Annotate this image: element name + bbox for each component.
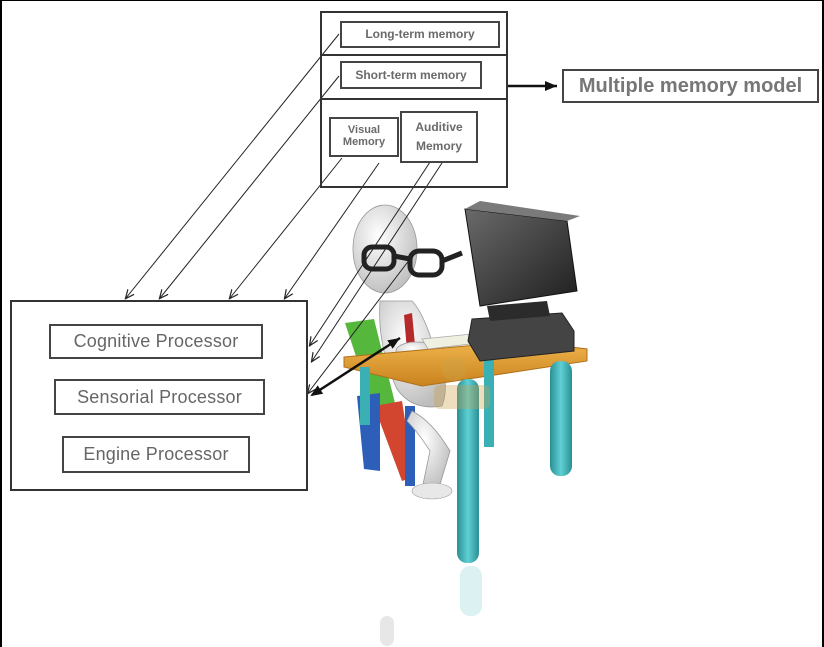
connector-visual (230, 157, 343, 298)
connector-auditive (310, 158, 433, 345)
person-at-computer-illustration (343, 201, 588, 646)
short-term-memory-label: Short-term memory (355, 67, 467, 82)
figure-reflection (380, 616, 394, 646)
cognitive-processor-label: Cognitive Processor (73, 331, 239, 352)
visual-memory-label: Visual Memory (342, 124, 386, 148)
cognitive-processor-box: Cognitive Processor (49, 324, 263, 359)
auditive-memory-box: Auditive Memory (400, 111, 478, 163)
sensorial-processor-label: Sensorial Processor (77, 386, 242, 407)
engine-processor-label: Engine Processor (83, 444, 229, 465)
connector-long-term (126, 33, 340, 298)
watermark-icon (434, 357, 490, 409)
processor-figure-link (310, 336, 401, 397)
leg-reflection (460, 566, 482, 616)
long-term-memory-label: Long-term memory (365, 27, 475, 42)
sensorial-processor-box: Sensorial Processor (54, 379, 265, 415)
multiple-memory-model-box: Multiple memory model (562, 69, 819, 103)
engine-processor-box: Engine Processor (62, 436, 250, 473)
processor-group-box (10, 300, 308, 491)
connector-short-term (160, 75, 340, 298)
long-term-memory-box: Long-term memory (340, 21, 500, 48)
short-term-memory-box: Short-term memory (340, 61, 482, 89)
visual-memory-box: Visual Memory (329, 117, 399, 157)
memory-group-box (320, 11, 508, 188)
connector-auditive-2 (312, 162, 443, 361)
table-illustration (343, 340, 588, 563)
multiple-memory-model-label: Multiple memory model (578, 74, 803, 97)
connector-visual-2 (285, 162, 380, 298)
auditive-memory-label: Auditive Memory (415, 119, 463, 153)
glasses-icon (361, 244, 463, 278)
computer-icon (464, 201, 580, 362)
